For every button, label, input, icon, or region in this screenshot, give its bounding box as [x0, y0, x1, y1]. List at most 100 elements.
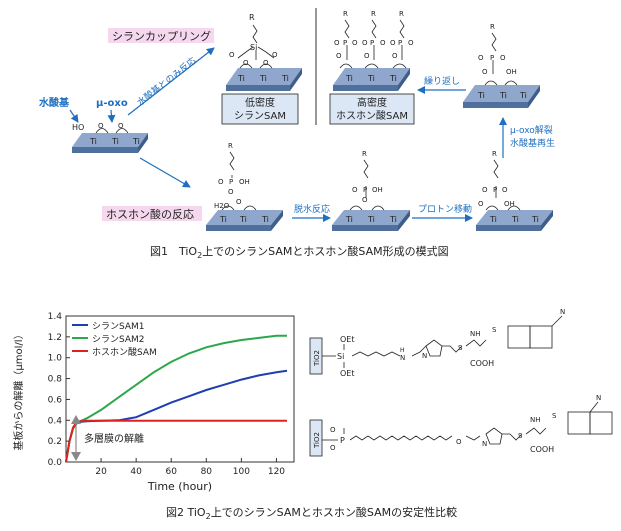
phos-molecule-3-atoms: R P O O O OH: [478, 150, 515, 208]
silane-r: R: [249, 13, 255, 22]
svg-text:O: O: [236, 198, 242, 206]
high-density-molecules: [339, 19, 407, 69]
y-tick-label: 0.2: [48, 437, 62, 447]
arrow-to-phosphonic: [139, 157, 191, 188]
svg-text:O: O: [263, 59, 269, 67]
svg-text:O: O: [408, 39, 414, 47]
svg-text:R: R: [492, 150, 497, 158]
svg-text:H2O: H2O: [214, 202, 230, 210]
svg-text:Ti: Ti: [219, 215, 227, 224]
high-density-box: [329, 93, 415, 125]
phosphonic-reaction-badge: [102, 206, 202, 221]
svg-text:COOH: COOH: [470, 359, 494, 368]
svg-text:P: P: [343, 39, 347, 47]
svg-text:R: R: [228, 142, 233, 150]
svg-text:Ti: Ti: [531, 215, 539, 224]
svg-text:Ti: Ti: [237, 74, 245, 83]
silane-si: Si: [250, 43, 257, 52]
svg-text:Ti: Ti: [259, 74, 267, 83]
left-surface-groups: HO O O: [72, 122, 129, 134]
y-tick-label: 1.4: [48, 312, 63, 322]
phosphonic-p-label: P: [340, 436, 345, 445]
svg-text:O: O: [380, 39, 386, 47]
proton-transfer-text: プロトン移動: [418, 203, 472, 215]
svg-text:HO: HO: [72, 123, 84, 132]
low-density-line2: シランSAM: [234, 110, 286, 122]
svg-text:R: R: [399, 10, 404, 18]
svg-text:O: O: [218, 178, 224, 186]
figure2-caption: 図2 TiO2上でのシランSAMとホスホン酸SAMの安定性比較: [166, 506, 458, 522]
phos-molecule-1-atoms: R P O OH O H2O O: [214, 142, 250, 210]
svg-text:N: N: [596, 394, 601, 402]
svg-text:Ti: Ti: [477, 91, 485, 100]
svg-text:OH: OH: [372, 186, 383, 194]
svg-text:Ti: Ti: [111, 137, 119, 146]
svg-text:COOH: COOH: [530, 445, 554, 454]
svg-text:OEt: OEt: [340, 335, 355, 344]
phos-molecule-2: [349, 159, 385, 211]
svg-text:O: O: [334, 39, 340, 47]
svg-text:O: O: [362, 39, 368, 47]
svg-text:Ti: Ti: [511, 215, 519, 224]
svg-text:O: O: [229, 51, 235, 59]
x-tick-label: 120: [268, 467, 285, 477]
substrate-high-density: [333, 68, 410, 91]
svg-text:O: O: [352, 39, 358, 47]
chart-legend: シランSAM1 シランSAM2 ホスホン酸SAM: [72, 321, 157, 358]
hydroxyl-regen-text: 水酸基再生: [510, 137, 555, 149]
phos-molecule-1: [221, 151, 257, 211]
svg-text:O: O: [478, 54, 484, 62]
arrow-to-silane: [127, 47, 215, 116]
legend-label-silane2: シランSAM2: [92, 334, 145, 345]
svg-text:O: O: [456, 438, 462, 446]
high-density-line1: 高密度: [357, 96, 387, 109]
low-density-box: [221, 93, 299, 125]
svg-text:R: R: [362, 150, 367, 158]
svg-text:Ti: Ti: [499, 91, 507, 100]
silane-linker: [322, 315, 563, 368]
tio2-tag-bottom: [309, 419, 323, 457]
silane-coupling-badge: [108, 28, 214, 43]
svg-text:O: O: [352, 186, 358, 194]
y-axis-label: 基板からの解離（µmol/l）: [12, 329, 25, 450]
svg-text:OH: OH: [239, 178, 250, 186]
svg-text:S: S: [492, 326, 497, 334]
series-line-2: [65, 419, 287, 463]
multilayer-arrow-head-bottom: [71, 452, 81, 461]
svg-text:O: O: [336, 52, 342, 60]
hydroxyl-pointer: [69, 109, 79, 123]
multilayer-label: 多層膜の解離: [84, 432, 144, 445]
svg-text:Ti: Ti: [345, 74, 353, 83]
svg-text:N: N: [422, 352, 427, 360]
svg-text:Ti: Ti: [367, 74, 375, 83]
svg-text:R: R: [490, 23, 495, 31]
svg-text:O: O: [500, 54, 506, 62]
y-tick-label: 0.8: [48, 375, 63, 385]
plot-frame: [65, 315, 295, 463]
svg-text:O: O: [362, 196, 368, 204]
svg-text:O: O: [392, 52, 398, 60]
x-tick-label: 100: [233, 467, 250, 477]
svg-text:NH: NH: [470, 330, 481, 338]
dehydration-text: 脱水反応: [294, 203, 330, 215]
y-tick-label: 0.4: [48, 416, 63, 426]
repeat-step-atoms: R P O O O OH: [478, 23, 517, 76]
phos-molecule-3: [485, 159, 521, 211]
mu-oxo-pointer: [107, 109, 116, 123]
tio2-tag-top-text: TiO2: [313, 350, 321, 367]
svg-text:S: S: [518, 432, 523, 440]
multilayer-arrow-head-top: [71, 415, 81, 424]
svg-text:P: P: [490, 54, 494, 62]
svg-text:Ti: Ti: [132, 137, 140, 146]
x-tick-label: 80: [201, 467, 213, 477]
svg-text:P: P: [229, 178, 233, 186]
legend-label-silane1: シランSAM1: [92, 321, 145, 332]
svg-text:Ti: Ti: [239, 215, 247, 224]
svg-text:Ti: Ti: [261, 215, 269, 224]
y-ticks: 0.00.20.40.60.81.01.21.4: [48, 312, 70, 468]
svg-text:O: O: [243, 59, 249, 67]
